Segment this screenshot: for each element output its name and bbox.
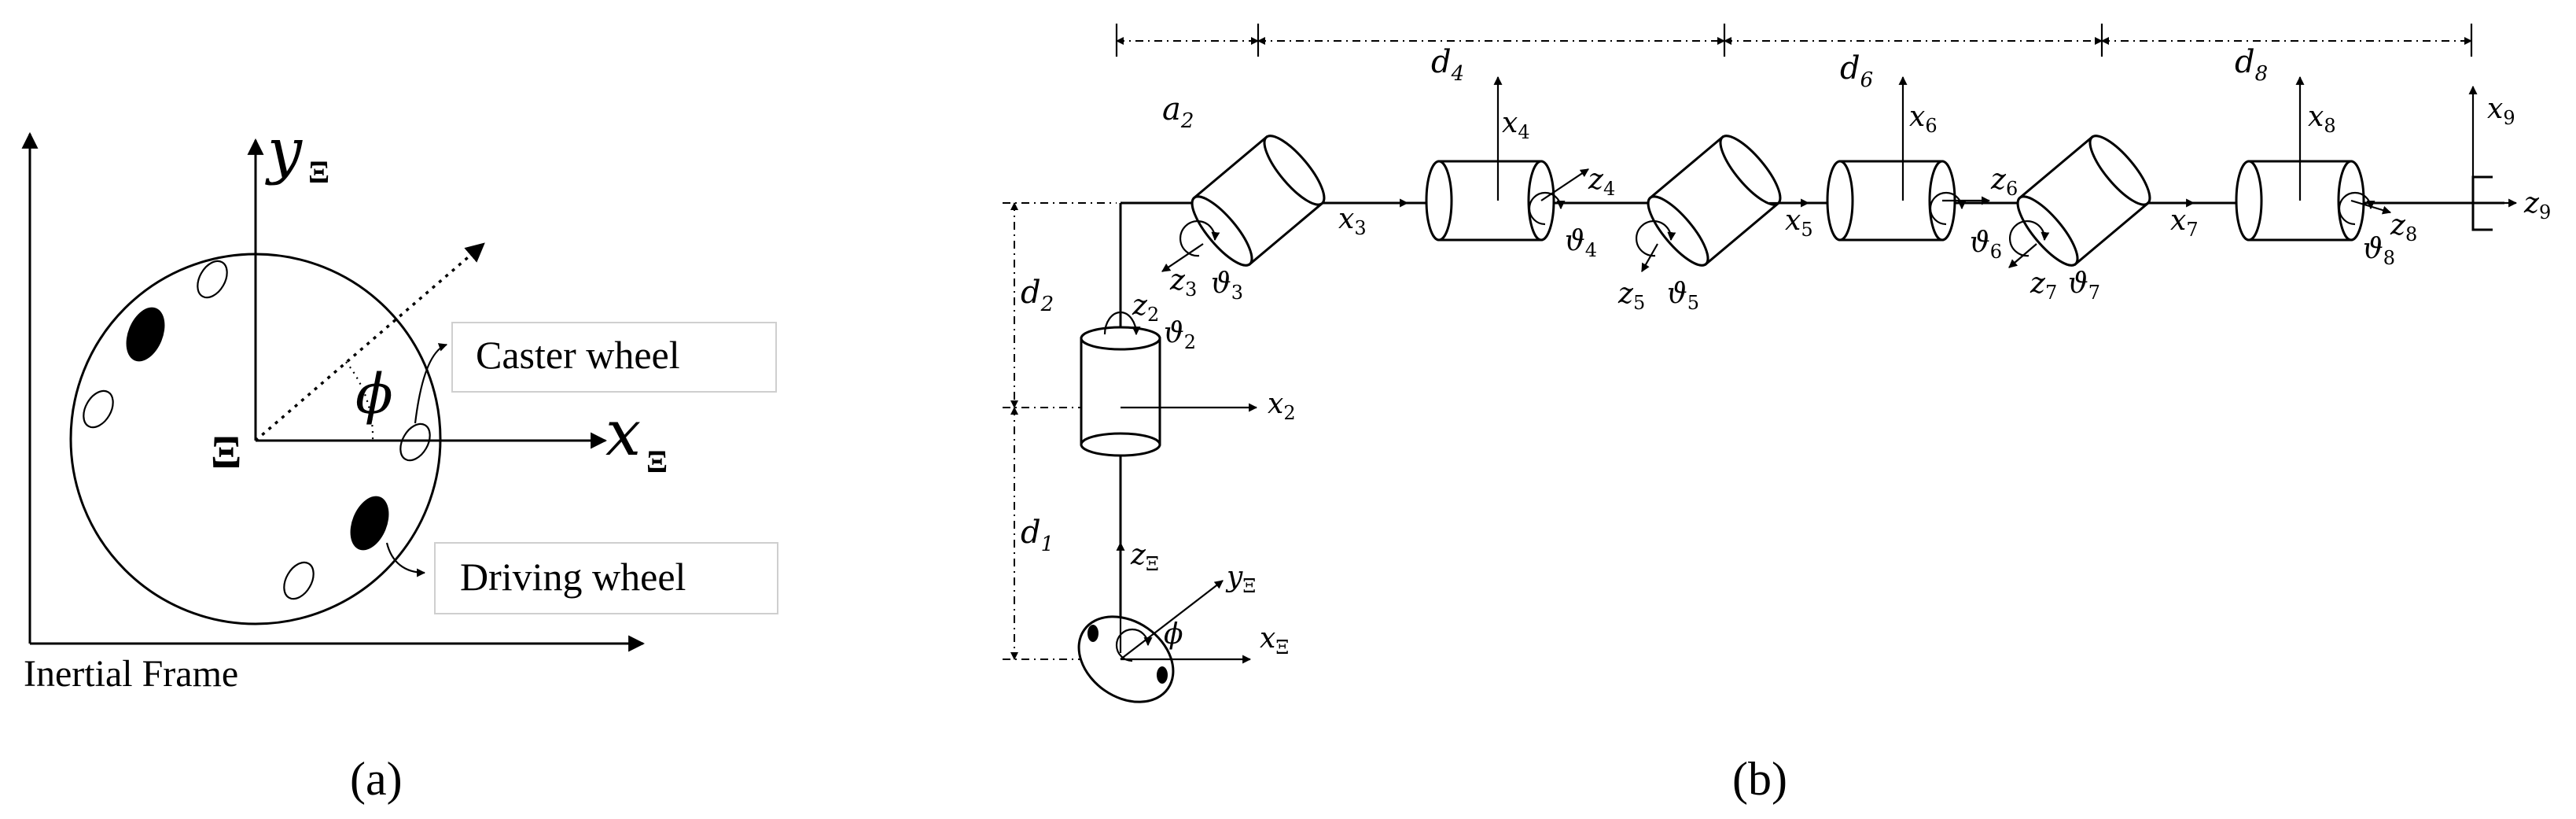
body-origin-label: Ξ — [211, 426, 241, 478]
caster-wheel-label: Caster wheel — [476, 333, 680, 377]
body-x-axis-subscript: Ξ — [646, 444, 668, 479]
dim-d4-label: d4 — [1431, 44, 1464, 86]
base-y-label: yΞ — [1225, 561, 1256, 597]
joint-7-z-label: z7 — [2030, 267, 2057, 304]
caster-leader-arrow — [414, 343, 448, 424]
joint-5-x-label: x5 — [1785, 205, 1813, 241]
joint-3-x-label: x3 — [1338, 203, 1367, 239]
panel-b: a2 d4 d6 d8 d2 d1 zΞ yΞ xΞ ϕ — [1003, 24, 2551, 805]
joint-3-cylinder — [1190, 135, 1326, 267]
joint-5-cylinder — [1647, 135, 1782, 267]
panel-a: Inertial Frame y Ξ x Ξ Ξ ϕ Caster wheel … — [21, 116, 778, 805]
joint-7-rotation — [2009, 220, 2050, 257]
driving-label-box — [434, 542, 778, 614]
phi-angle-label: ϕ — [355, 362, 393, 426]
dim-d8-label: d8 — [2235, 44, 2268, 86]
body-y-axis-subscript: Ξ — [308, 154, 329, 190]
joint-3-theta-label: ϑ3 — [1211, 267, 1243, 304]
joint-8-z-axis — [2350, 199, 2392, 215]
joint-5-rotation — [1636, 220, 1676, 257]
joint-5-theta-label: ϑ5 — [1667, 278, 1699, 314]
joint-2-z-label: z2 — [1132, 290, 1159, 326]
caster-wheel-bottom — [283, 561, 315, 600]
base-phi-label: ϕ — [1164, 618, 1183, 651]
end-z-label: z9 — [2523, 187, 2551, 223]
joint-3-rotation — [1179, 220, 1220, 257]
joint-8-theta-label: ϑ8 — [2363, 233, 2395, 269]
joint-8-z-label: z8 — [2390, 209, 2417, 245]
driving-wheel-left — [126, 307, 165, 362]
dim-a2-label: a2 — [1162, 91, 1194, 133]
joint-6-theta-label: ϑ6 — [1970, 227, 2002, 263]
joint-8-cylinder — [2235, 160, 2375, 242]
driving-leader-arrow — [385, 542, 426, 577]
base-x-label: xΞ — [1260, 622, 1289, 659]
heading-dotted-line — [254, 242, 485, 442]
joint-7-theta-label: ϑ7 — [2068, 267, 2100, 304]
caster-wheel-right — [399, 422, 431, 462]
joint-4-theta-label: ϑ4 — [1565, 225, 1597, 261]
joint-4-cylinder — [1425, 160, 1566, 242]
joint-2-theta-label: ϑ2 — [1164, 317, 1196, 353]
end-x-label: x9 — [2487, 93, 2515, 129]
joint-5-z-label: z5 — [1617, 278, 1645, 314]
base-wheel-right — [1157, 666, 1168, 684]
phi-angle-arc — [345, 361, 374, 441]
joint-4-z-label: z4 — [1588, 164, 1615, 200]
dim-d2-label: d2 — [1021, 275, 1054, 316]
body-y-axis-label: y — [265, 116, 303, 186]
joint-2-x-label: x2 — [1268, 388, 1296, 424]
base-z-label: zΞ — [1130, 539, 1159, 575]
caster-label-box — [451, 322, 777, 393]
joint-6-cylinder — [1826, 160, 1967, 242]
joint-3-z-axis — [1161, 243, 1204, 272]
joint-5-z-axis — [1641, 243, 1658, 272]
joint-6-x-label: x6 — [1909, 101, 1938, 137]
joint-3-z-label: z3 — [1169, 264, 1197, 301]
driving-wheel-label: Driving wheel — [460, 555, 686, 599]
base-y-axis — [1120, 580, 1224, 660]
joint-4-x-label: x4 — [1502, 107, 1530, 143]
joint-7-cylinder — [2016, 135, 2151, 267]
joint-6-z-label: z6 — [1990, 164, 2018, 200]
joint-4-z-axis — [1540, 168, 1589, 201]
caster-wheel-top — [197, 260, 228, 299]
caster-wheel-left — [83, 389, 114, 429]
panel-a-caption: (a) — [350, 753, 403, 805]
dim-d1-label: d1 — [1021, 515, 1054, 556]
joint-2-cylinder — [1080, 311, 1161, 457]
joint-7-x-label: x7 — [2170, 205, 2199, 241]
joint-7-z-axis — [2008, 243, 2037, 268]
inertial-frame-label: Inertial Frame — [24, 653, 238, 695]
driving-wheel-right — [350, 496, 389, 551]
dim-d6-label: d6 — [1840, 50, 1873, 92]
base-wheel-left — [1087, 625, 1098, 642]
body-x-axis-label: x — [605, 397, 641, 470]
panel-b-caption: (b) — [1732, 753, 1787, 805]
joint-8-x-label: x8 — [2308, 101, 2336, 137]
